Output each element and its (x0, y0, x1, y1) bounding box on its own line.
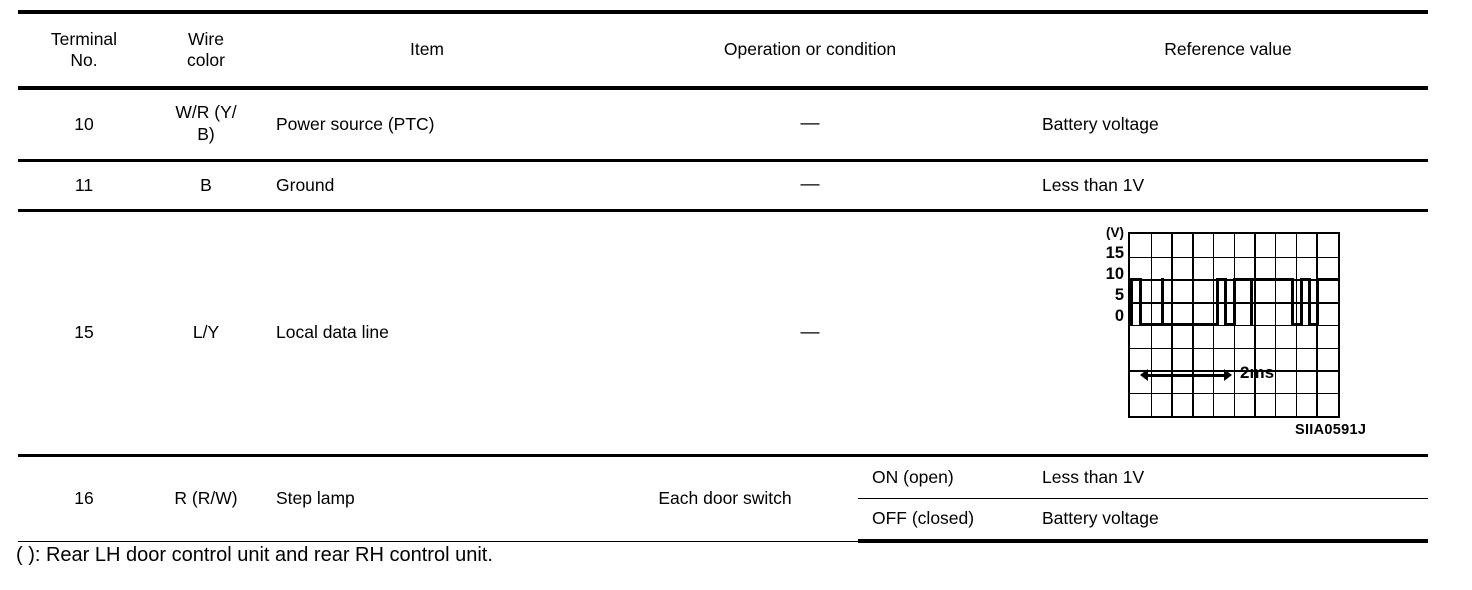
figure-id-label: SIIA0591J (1295, 422, 1367, 438)
table-row: OFF (closed) Battery voltage (18, 498, 1428, 543)
cell-item: Power source (PTC) (262, 88, 592, 162)
table-row: 10 W/R (Y/ B) Power source (PTC) — Batte… (18, 88, 1428, 162)
cell-sub-condition: OFF (closed) (858, 498, 1028, 543)
cell-terminal-no: 10 (18, 88, 150, 162)
column-header-wire-color: Wire color (150, 10, 262, 90)
table-row: 15 L/Y Local data line — (V) 15 10 5 0 (18, 210, 1428, 457)
header-line-2: No. (70, 50, 98, 70)
header-line-1: Wire (188, 28, 224, 49)
cell-operation: — (592, 160, 1028, 212)
column-header-reference-value: Reference value (1028, 10, 1428, 90)
cell-terminal-no: 11 (18, 160, 150, 212)
footnote: ( ): Rear LH door control unit and rear … (16, 544, 493, 566)
column-header-operation-or-condition: Operation or condition (592, 10, 1028, 90)
table-header-row: Terminal No. Wire color Item Operation o… (18, 10, 1428, 90)
cell-item: Local data line (262, 210, 592, 457)
waveform-grid: 2ms (1128, 232, 1340, 418)
cell-wire-color: W/R (Y/ B) (150, 88, 262, 162)
wire-color-line-1: W/R (Y/ (175, 102, 237, 123)
waveform-time-scale-marker: 2ms (1140, 363, 1274, 382)
cell-wire-color: R (R/W) (150, 455, 262, 542)
waveform-y-tick-5: 5 (1114, 286, 1124, 304)
arrow-right-icon (1224, 369, 1232, 381)
cell-reference-value: Less than 1V (1028, 455, 1428, 499)
cell-sub-condition: ON (open) (858, 455, 1028, 499)
waveform-y-tick-10: 10 (1105, 265, 1124, 283)
terminal-specification-table: Terminal No. Wire color Item Operation o… (18, 10, 1428, 543)
column-header-item: Item (262, 10, 592, 90)
cell-reference-value: Battery voltage (1028, 88, 1428, 162)
cell-wire-color: B (150, 160, 262, 212)
waveform-trace-secondary (1130, 234, 1338, 416)
waveform-y-tick-0: 0 (1114, 307, 1124, 325)
table-row: 11 B Ground — Less than 1V (18, 160, 1428, 212)
cell-wire-color: L/Y (150, 210, 262, 457)
cell-terminal-no: 15 (18, 210, 150, 457)
cell-operation: Each door switch (592, 455, 858, 542)
header-line-2: color (187, 50, 225, 70)
waveform-time-scale-label: 2ms (1240, 363, 1275, 382)
header-line-1: Terminal (50, 28, 118, 49)
column-header-terminal-no: Terminal No. (18, 10, 150, 90)
oscilloscope-figure: (V) 15 10 5 0 (1090, 226, 1380, 441)
cell-reference-value: Battery voltage (1028, 498, 1428, 543)
waveform-trace (1130, 234, 1338, 416)
wire-color-line-2: B) (197, 124, 215, 145)
cell-terminal-no: 16 (18, 455, 150, 542)
cell-item: Step lamp (262, 455, 592, 542)
cell-reference-value: Less than 1V (1028, 160, 1428, 212)
cell-operation: — (592, 210, 1028, 457)
waveform-unit-label: (V) (1106, 225, 1124, 240)
cell-operation: — (592, 88, 1028, 162)
scale-bar (1146, 374, 1226, 377)
table-row: 16 R (R/W) Step lamp Each door switch ON… (18, 455, 1428, 542)
arrow-left-icon (1140, 369, 1148, 381)
cell-item: Ground (262, 160, 592, 212)
cell-reference-waveform: (V) 15 10 5 0 (1028, 210, 1428, 457)
waveform-y-tick-15: 15 (1105, 244, 1124, 262)
